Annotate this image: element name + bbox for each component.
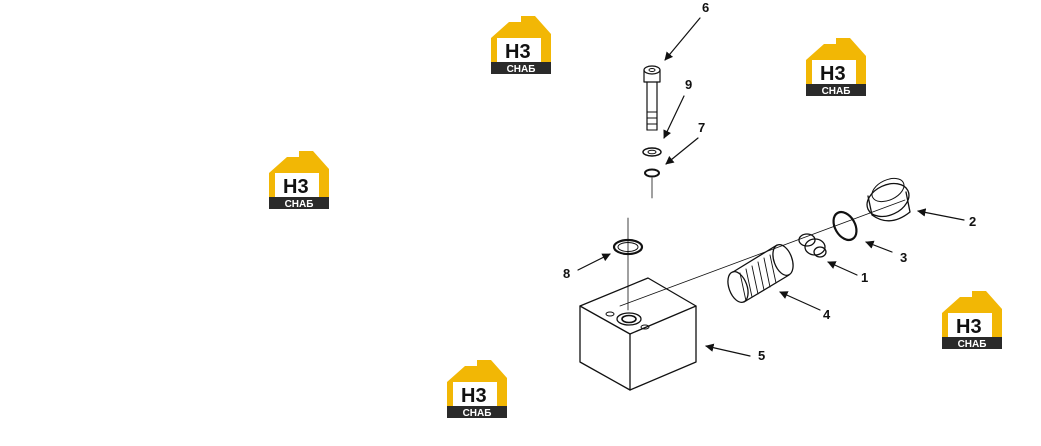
callout-2: 2 [969, 214, 976, 229]
callout-3: 3 [900, 250, 907, 265]
o-ring-cap-part [832, 210, 858, 242]
leader-arrow-6 [664, 17, 701, 61]
leader-arrow-4 [779, 291, 821, 311]
watermark-logo: H3 СНАБ [942, 291, 1002, 350]
watermark-caption: СНАБ [285, 199, 314, 210]
leader-arrow-7 [665, 137, 699, 165]
watermark-caption: СНАБ [958, 339, 987, 350]
callout-9: 9 [685, 77, 692, 92]
leader-arrow-8 [577, 253, 611, 271]
o-ring-large-part [612, 238, 644, 256]
washer-part [642, 147, 662, 157]
assembly-centerline [619, 199, 906, 307]
cap-part [866, 177, 911, 222]
leader-arrow-2 [917, 208, 965, 221]
leader-arrow-5 [705, 343, 751, 357]
watermark-logo: H3 СНАБ [491, 16, 551, 75]
callout-5: 5 [758, 348, 765, 363]
fitting-part [798, 233, 827, 258]
watermark-letters: H3 [820, 63, 846, 85]
watermark-caption: СНАБ [507, 64, 536, 75]
watermark-logo: H3 СНАБ [269, 151, 329, 210]
callout-4: 4 [823, 307, 831, 322]
watermark-letters: H3 [461, 385, 487, 407]
watermark-logo: H3 СНАБ [447, 360, 507, 419]
leader-arrow-1 [827, 261, 858, 276]
watermark-letters: H3 [505, 41, 531, 63]
callout-1: 1 [861, 270, 868, 285]
callout-6: 6 [702, 0, 709, 15]
watermark-caption: СНАБ [463, 408, 492, 419]
watermark-logo: H3 СНАБ [806, 38, 866, 97]
filter-element-part [727, 244, 794, 303]
bolt-part [643, 65, 661, 131]
leader-arrow-9 [663, 95, 685, 139]
watermark-caption: СНАБ [822, 86, 851, 97]
callout-8: 8 [563, 266, 570, 281]
watermark-letters: H3 [283, 176, 309, 198]
callout-7: 7 [698, 120, 705, 135]
watermark-letters: H3 [956, 316, 982, 338]
o-ring-small-part [644, 168, 660, 178]
leader-arrow-3 [865, 240, 893, 253]
housing-block-part [579, 277, 697, 391]
